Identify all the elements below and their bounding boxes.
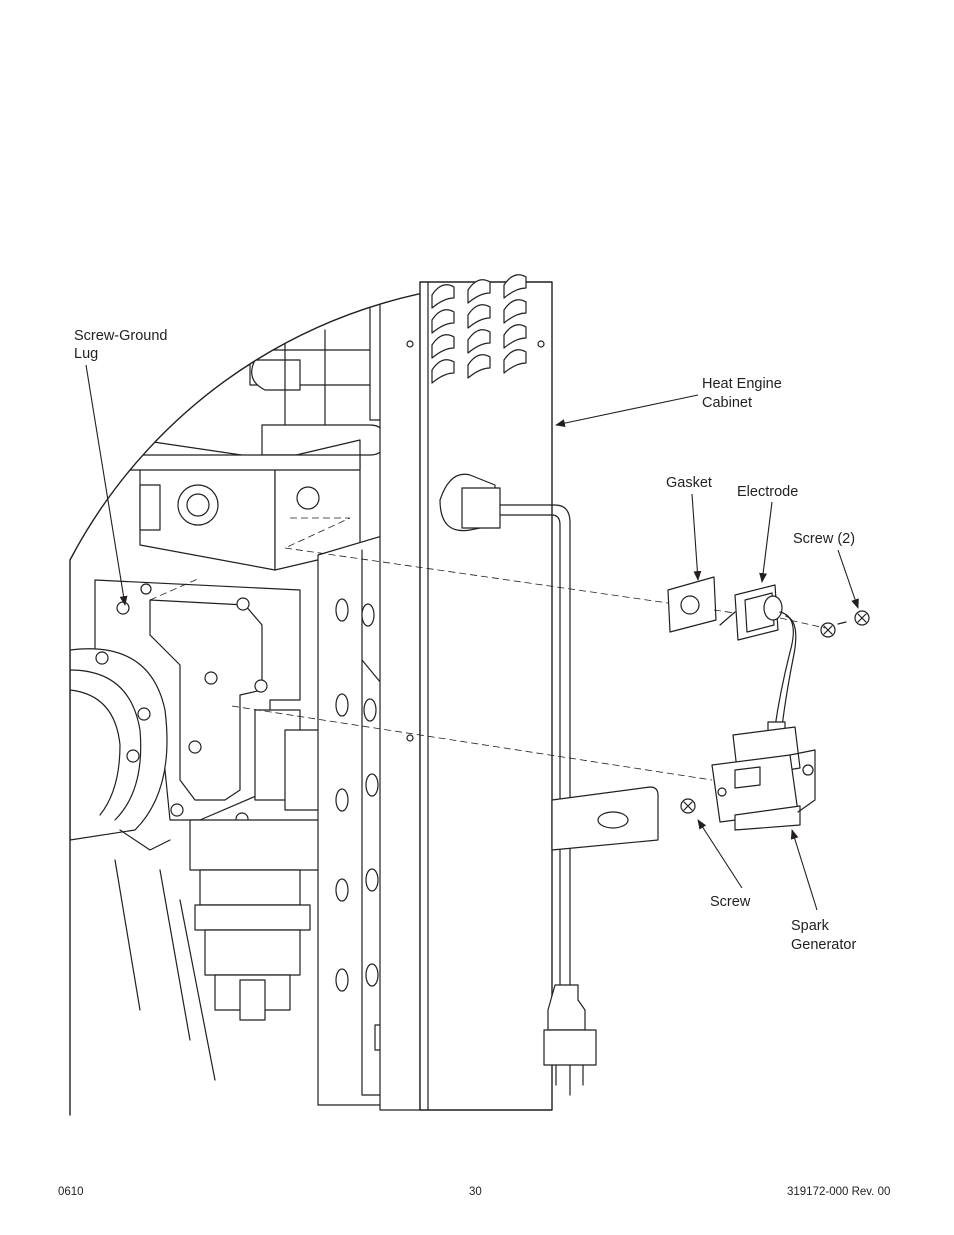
label-screw: Screw	[710, 894, 751, 910]
label-spark-generator-1: Spark	[791, 918, 830, 934]
label-screw-2: Screw (2)	[793, 531, 855, 547]
gasket-part	[667, 576, 717, 633]
cabinet-louvers	[431, 274, 527, 384]
cabinet-interior-detail	[70, 282, 421, 1111]
label-spark-generator-2: Generator	[791, 937, 856, 953]
alignment-line-lower	[231, 705, 713, 781]
screw-ground-lug-arrow	[85, 364, 128, 606]
label-heat-engine-cabinet-1: Heat Engine	[702, 376, 782, 392]
spark-generator-arrow	[790, 829, 818, 911]
screw-2-arrow	[837, 549, 859, 609]
electrode-arrow	[759, 501, 773, 583]
heat-engine-cabinet	[419, 274, 659, 1111]
label-screw-ground-lug-2: Lug	[74, 346, 98, 362]
spark-generator-part	[711, 721, 816, 831]
label-heat-engine-cabinet-2: Cabinet	[702, 395, 752, 411]
screw-pair	[820, 610, 870, 638]
electrode-part	[719, 584, 797, 728]
footer-document-number: 319172-000 Rev. 00	[787, 1186, 891, 1198]
screw-arrow	[697, 819, 743, 889]
footer-page-number: 30	[469, 1186, 482, 1198]
footer-date-code: 0610	[58, 1186, 84, 1198]
alignment-line-upper	[284, 547, 669, 604]
label-electrode: Electrode	[737, 484, 798, 500]
heat-engine-cabinet-arrow	[555, 394, 699, 428]
label-gasket: Gasket	[666, 475, 712, 491]
label-screw-ground-lug-1: Screw-Ground	[74, 328, 167, 344]
gasket-arrow	[691, 493, 702, 581]
single-screw-part	[680, 798, 696, 814]
